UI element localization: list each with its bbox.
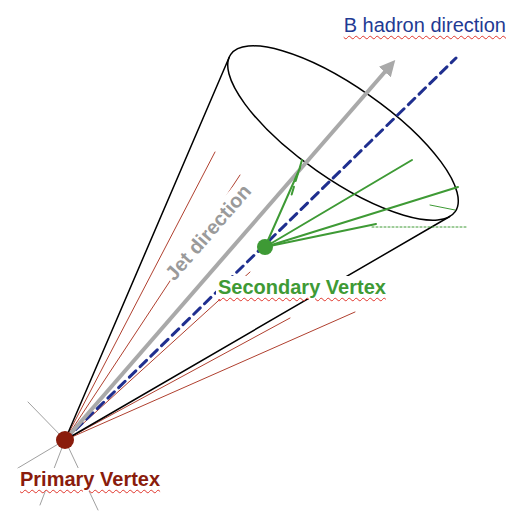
displaced-track bbox=[265, 168, 300, 247]
b-hadron-direction-line bbox=[65, 58, 456, 440]
displaced-track bbox=[430, 205, 455, 210]
vertex-label: Primary Vertex bbox=[18, 468, 162, 491]
dotted-guide bbox=[372, 227, 466, 228]
jet-direction-arrow bbox=[65, 66, 390, 440]
secondary-vertex-dot bbox=[257, 239, 273, 255]
prompt-track bbox=[65, 318, 290, 440]
direction-label: B hadron direction bbox=[342, 14, 508, 37]
displaced-track-extension bbox=[290, 160, 302, 200]
jet-cone-mouth bbox=[204, 17, 481, 250]
displaced-track bbox=[265, 224, 376, 247]
displaced-track bbox=[265, 187, 458, 247]
primary-vertex-dot bbox=[56, 431, 74, 449]
vertex-label: Secondary Vertex bbox=[216, 276, 388, 299]
prompt-track bbox=[65, 312, 355, 440]
displaced-track bbox=[265, 160, 412, 247]
